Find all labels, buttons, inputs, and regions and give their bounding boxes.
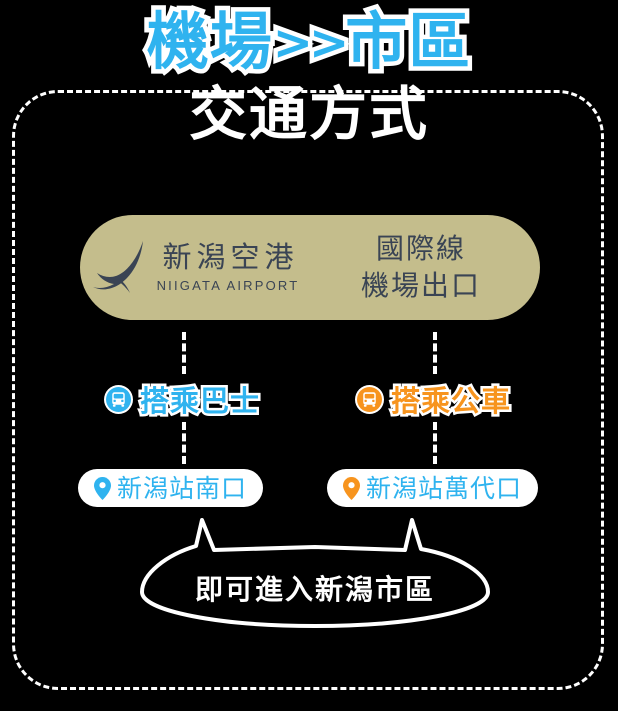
logo-text-block: 新潟空港 NIIGATA AIRPORT bbox=[156, 240, 300, 293]
title-line-2: 交通方式 bbox=[188, 81, 429, 147]
airport-card: 新潟空港 NIIGATA AIRPORT 國際線 機場出口 bbox=[80, 215, 540, 320]
exit-label-line-2: 機場出口 bbox=[360, 268, 481, 302]
destination-label-right: 新潟站萬代口 bbox=[366, 473, 523, 503]
logo-chinese-name: 新潟空港 bbox=[162, 240, 299, 275]
location-pin-icon-left bbox=[94, 476, 111, 500]
destination-label-left: 新潟站南口 bbox=[117, 473, 248, 503]
speech-bubble-text: 即可進入新潟市區 bbox=[194, 573, 435, 606]
route-mode-label-right: 搭乘公車 bbox=[388, 382, 512, 421]
result-speech-bubble: 即可進入新潟市區 bbox=[140, 516, 490, 628]
route-mode-right: 搭乘公車 bbox=[355, 378, 513, 421]
destination-pill-left[interactable]: 新潟站南口 bbox=[78, 469, 264, 507]
location-pin-icon-right bbox=[343, 476, 360, 500]
niigata-airport-logo: 新潟空港 NIIGATA AIRPORT bbox=[80, 215, 308, 320]
connector-dash-right-top bbox=[433, 332, 437, 374]
connector-dash-right-bottom bbox=[433, 422, 437, 464]
destination-pill-right[interactable]: 新潟站萬代口 bbox=[327, 469, 539, 507]
double-chevron-icon: >> bbox=[268, 11, 354, 76]
bus-icon-left bbox=[104, 384, 133, 414]
logo-english-name: NIIGATA AIRPORT bbox=[156, 277, 300, 293]
title-airport-text: 機場 bbox=[142, 4, 276, 82]
bus-icon-right bbox=[355, 384, 384, 414]
swallow-bird-icon bbox=[92, 240, 143, 293]
page-title: 機場>>市區 交通方式 bbox=[0, 0, 618, 149]
exit-label-line-1: 國際線 bbox=[375, 232, 466, 266]
dashed-frame-border bbox=[12, 90, 604, 690]
title-city-text: 市區 bbox=[341, 4, 475, 82]
connector-dash-left-bottom bbox=[182, 422, 186, 464]
route-mode-label-left: 搭乘巴士 bbox=[137, 382, 261, 421]
airport-exit-label: 國際線 機場出口 bbox=[302, 231, 540, 304]
connector-dash-left-top bbox=[182, 332, 186, 374]
title-line-1: 機場>>市區 bbox=[0, 4, 618, 82]
speech-bubble-outline bbox=[140, 518, 490, 628]
route-mode-left: 搭乘巴士 bbox=[104, 378, 262, 421]
